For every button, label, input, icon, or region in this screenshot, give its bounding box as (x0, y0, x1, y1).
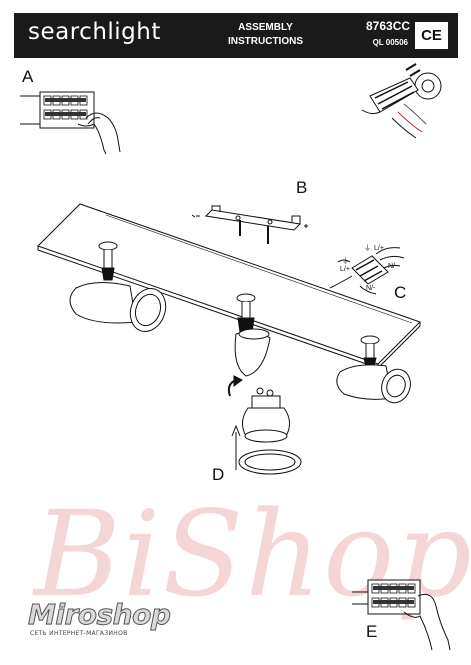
header-bar: searchlight ASSEMBLY INSTRUCTIONS 8763CC… (14, 13, 458, 58)
earth-symbol-2: ⏚ (342, 258, 349, 265)
wire-label-live: L/+ (374, 245, 384, 252)
spotlight-middle (234, 293, 271, 377)
document-title-line1: ASSEMBLY (238, 22, 293, 33)
product-code: 8763CC (366, 19, 411, 33)
insert-arrow (231, 424, 241, 470)
wiring-terminal (329, 247, 405, 295)
spotlight-left (69, 241, 167, 332)
spotlight-right (336, 335, 411, 404)
step-b-label: B (296, 178, 308, 197)
brand-logo: searchlight (28, 19, 161, 45)
step-a-label: A (22, 67, 34, 86)
miroshop-subtitle: СЕТЬ ИНТЕРНЕТ-МАГАЗИНОВ (30, 630, 128, 637)
step-e-illustration (352, 579, 451, 651)
connector-illustration (361, 63, 442, 139)
document-title: ASSEMBLY INSTRUCTIONS (228, 21, 303, 49)
ql-code: QL 00506 (372, 38, 408, 47)
mounting-bracket (191, 205, 308, 244)
wire-label-neutral-2: N/- (366, 285, 376, 292)
gu10-bulb (242, 387, 290, 443)
step-d-label: D (212, 465, 225, 484)
document-title-line2: INSTRUCTIONS (228, 36, 303, 47)
wire-label-live-2: L/+ (340, 266, 350, 273)
ce-mark: CE (415, 22, 448, 49)
glass-ring (238, 449, 302, 475)
miroshop-logo: Miroshop (27, 598, 171, 632)
step-a-illustration (20, 91, 121, 155)
earth-symbol: ⏚ (364, 245, 371, 252)
rotation-arrow (227, 375, 243, 397)
step-e-label: E (366, 622, 378, 641)
step-c-label: C (394, 283, 407, 302)
wire-label-neutral: N/- (388, 263, 398, 270)
